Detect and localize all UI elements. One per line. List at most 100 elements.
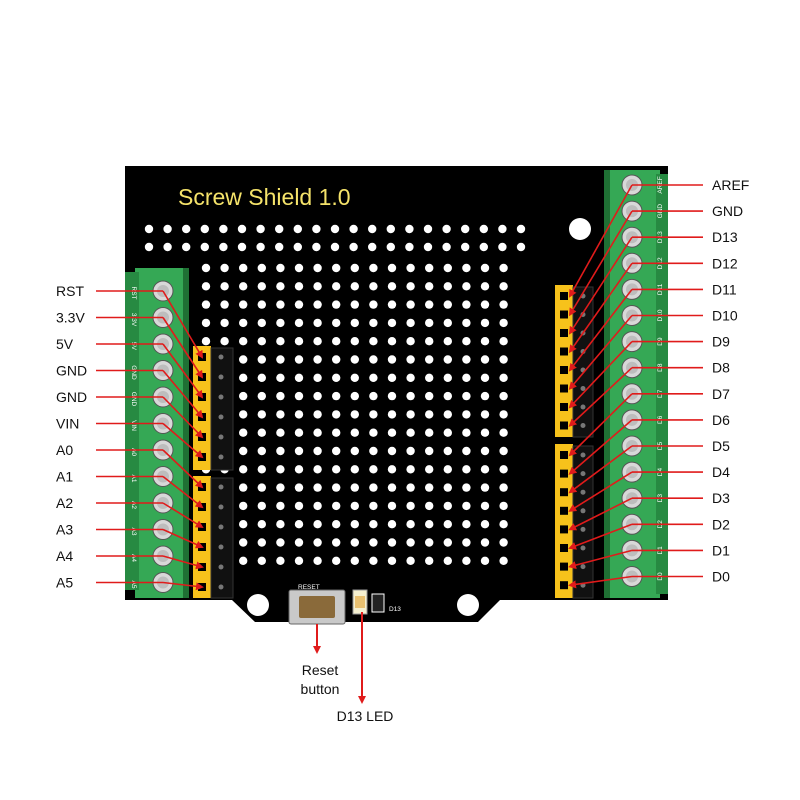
header-pin	[560, 488, 568, 497]
proto-hole	[443, 538, 452, 547]
proto-hole	[313, 556, 322, 565]
proto-hole	[368, 224, 377, 234]
silk-label-5v: 5V	[130, 342, 137, 351]
proto-hole	[499, 556, 508, 565]
proto-hole	[313, 282, 322, 291]
proto-hole	[462, 520, 471, 529]
arrow-3-3v	[162, 317, 204, 379]
proto-hole	[313, 465, 322, 474]
proto-hole	[294, 318, 304, 328]
proto-hole	[239, 373, 248, 382]
header-pin-pad	[218, 454, 224, 460]
proto-hole	[369, 538, 378, 547]
proto-hole	[257, 501, 266, 511]
pin-label-d8: D8	[712, 360, 730, 376]
header-pin	[560, 469, 568, 478]
arrow-rst	[162, 290, 204, 359]
proto-hole	[443, 428, 452, 437]
proto-hole	[220, 263, 229, 273]
proto-hole	[462, 300, 471, 309]
proto-hole	[499, 501, 508, 511]
proto-hole	[332, 337, 341, 346]
proto-hole	[443, 337, 452, 346]
proto-hole	[332, 446, 341, 456]
header-pin-pad	[218, 524, 224, 530]
arrow-d11	[568, 288, 633, 372]
left-header-upper	[193, 346, 234, 471]
proto-hole	[257, 410, 266, 419]
proto-hole	[200, 224, 209, 234]
proto-hole	[350, 282, 359, 291]
proto-hole	[239, 282, 248, 291]
header-pin-pad	[218, 584, 224, 590]
pin-label-d10: D10	[712, 308, 738, 324]
proto-hole	[425, 263, 434, 273]
arrow-d9	[568, 341, 633, 409]
arrow-gnd	[568, 210, 633, 317]
header-pin	[560, 525, 568, 534]
proto-hole	[480, 300, 490, 309]
proto-hole	[369, 282, 378, 291]
proto-hole	[239, 501, 248, 511]
proto-hole	[406, 282, 415, 291]
proto-hole	[406, 300, 415, 309]
header-pin-pad	[580, 404, 586, 410]
arrow-a0	[162, 449, 204, 489]
proto-hole	[332, 263, 341, 273]
proto-hole	[350, 446, 359, 456]
header-pin	[560, 506, 568, 515]
proto-hole	[332, 538, 341, 547]
proto-hole	[499, 520, 508, 529]
proto-hole	[239, 300, 248, 309]
proto-hole	[257, 446, 266, 456]
arrow-d13	[568, 236, 633, 335]
proto-hole	[294, 391, 304, 401]
proto-hole	[182, 242, 191, 252]
proto-hole	[499, 282, 508, 291]
proto-hole	[480, 538, 490, 547]
proto-hole	[443, 282, 452, 291]
arrow-gnd	[162, 369, 204, 419]
proto-hole	[276, 318, 285, 328]
proto-hole	[405, 242, 414, 252]
proto-hole	[257, 373, 266, 382]
proto-hole	[257, 337, 266, 346]
proto-hole	[425, 373, 434, 382]
proto-hole	[257, 263, 266, 273]
proto-hole	[406, 391, 415, 401]
proto-hole	[144, 224, 154, 234]
header-pin-pad	[580, 423, 586, 428]
proto-hole	[257, 520, 266, 529]
proto-hole	[425, 410, 434, 419]
header-pin-pad	[218, 564, 224, 570]
proto-hole	[276, 520, 285, 529]
proto-hole	[516, 242, 526, 252]
proto-hole	[387, 263, 397, 273]
pin-label-d1: D1	[712, 542, 730, 558]
proto-hole	[257, 465, 266, 474]
proto-hole	[219, 224, 228, 234]
proto-hole	[498, 224, 507, 234]
proto-hole	[462, 373, 471, 382]
proto-hole	[369, 465, 378, 474]
proto-hole	[443, 263, 452, 273]
proto-hole	[387, 556, 397, 565]
pin-label-5v: 5V	[56, 336, 74, 352]
proto-hole	[294, 428, 304, 437]
proto-hole	[350, 373, 359, 382]
proto-hole	[499, 373, 508, 382]
header-pin	[560, 403, 568, 411]
pin-label-d12: D12	[712, 255, 738, 271]
proto-hole	[387, 318, 397, 328]
arrow-d7	[568, 393, 633, 457]
proto-hole	[425, 337, 434, 346]
arrow-a4	[162, 555, 204, 570]
proto-hole	[293, 224, 302, 234]
proto-hole	[479, 242, 488, 252]
reset-callout-line2: button	[301, 681, 340, 697]
proto-hole	[294, 538, 304, 547]
proto-hole	[313, 355, 322, 364]
mounting-hole	[569, 218, 591, 240]
